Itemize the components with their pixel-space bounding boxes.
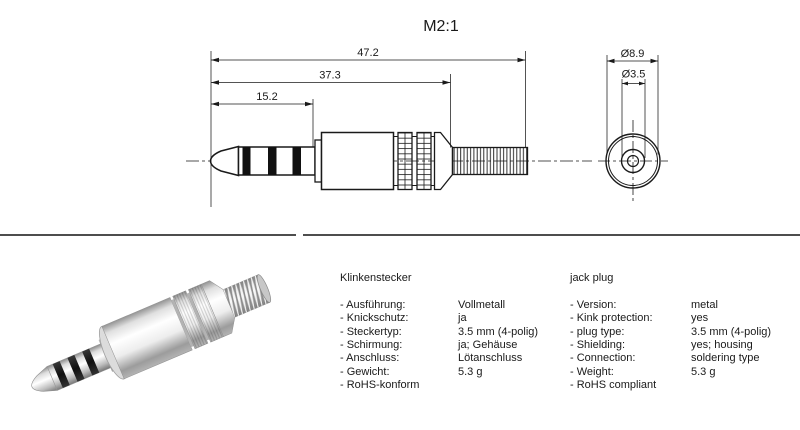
outer-inner-ring	[608, 136, 658, 186]
spec-label: - Steckertyp:	[340, 325, 402, 338]
front-lip	[314, 139, 323, 183]
end-view	[598, 120, 668, 203]
tip-circle	[626, 154, 640, 168]
spec-value: 5.3 g	[691, 365, 716, 378]
knurled-rings	[397, 131, 432, 191]
plug-tip	[209, 145, 240, 177]
diameter-dimensions	[606, 55, 659, 158]
spec-row: - Shielding: yes; housing	[570, 339, 771, 352]
spec-label: - Schirmung:	[340, 339, 403, 351]
spec-value: soldering type	[691, 352, 760, 365]
spec-label: - Version:	[570, 298, 617, 311]
spec-row: - Gewicht: 5.3 g	[340, 366, 538, 379]
spec-value: ja	[458, 312, 467, 325]
spec-row: - RoHS compliant	[570, 379, 771, 392]
photo-plug	[31, 274, 272, 392]
photo-tip	[31, 365, 58, 392]
length-dimensions	[210, 51, 526, 207]
spec-label: - Connection:	[570, 352, 636, 365]
spec-row: - Steckertyp: 3.5 mm (4-polig)	[340, 326, 538, 339]
spec-label: - RoHS-konform	[340, 379, 420, 392]
dim-tip-label: 15.2	[256, 91, 277, 103]
side-view	[186, 131, 592, 191]
spec-row: - Ausführung: Vollmetall	[340, 299, 538, 312]
specs-english-title: jack plug	[570, 272, 614, 284]
dia-outer-label: Ø8.9	[621, 48, 645, 60]
spec-label: - Shielding:	[570, 339, 626, 351]
spec-label: - RoHS compliant	[570, 379, 657, 392]
photo-barrel	[101, 297, 193, 380]
spec-value: Vollmetall	[458, 298, 506, 311]
specs-german: Klinkenstecker - Ausführung: Vollmetall …	[340, 272, 538, 393]
spec-row: - Knickschutz: ja	[340, 312, 538, 325]
spec-row: - Anschluss: Lötanschluss	[340, 352, 538, 365]
spec-row: - Kink protection: yes	[570, 312, 771, 325]
spec-row: - RoHS-konform	[340, 379, 538, 392]
spec-value: yes	[691, 312, 709, 325]
photo-insulator-rings	[52, 348, 100, 389]
spec-value: 5.3 g	[458, 365, 483, 378]
knurl-grooves	[393, 136, 435, 186]
specs-english: jack plug - Version: metal - Kink protec…	[570, 272, 771, 393]
spec-value: 3.5 mm (4-polig)	[458, 325, 539, 338]
spec-value: yes; housing	[691, 339, 753, 351]
dia-plug-label: Ø3.5	[622, 69, 646, 81]
spec-label: - Anschluss:	[340, 352, 400, 365]
barrel	[320, 131, 395, 191]
specs-german-title: Klinkenstecker	[340, 272, 412, 284]
spec-value: ja; Gehäuse	[458, 339, 518, 351]
divider-line-left	[0, 234, 296, 236]
insulator-rings	[242, 147, 301, 175]
photo-knurled-rings	[172, 283, 224, 350]
spec-label: - Knickschutz:	[340, 312, 409, 325]
photo-spring-end	[256, 274, 272, 303]
spec-label: - Gewicht:	[340, 365, 390, 378]
photo-groove-1	[171, 299, 194, 348]
strain-relief-spring	[451, 146, 529, 176]
spec-label: - Weight:	[570, 365, 614, 378]
divider-line-right	[303, 234, 800, 236]
spec-label: - plug type:	[570, 325, 625, 338]
spacer	[570, 285, 771, 298]
spec-row: - Weight: 5.3 g	[570, 366, 771, 379]
spec-row: - Version: metal	[570, 299, 771, 312]
photo-spring-threads	[223, 274, 270, 318]
spec-row: - Schirmung: ja; Gehäuse	[340, 339, 538, 352]
spec-value: 3.5 mm (4-polig)	[691, 325, 772, 338]
dim-overall-label: 47.2	[357, 47, 378, 59]
plug-circle	[620, 148, 646, 174]
spec-label: - Ausführung:	[340, 298, 406, 311]
scale-label: M2:1	[423, 18, 459, 35]
spec-label: - Kink protection:	[570, 312, 653, 325]
end-cap	[433, 131, 454, 191]
dim-body-label: 37.3	[319, 70, 340, 82]
product-photo	[31, 274, 272, 392]
spec-value: Lötanschluss	[458, 352, 523, 365]
spec-row: - Connection: soldering type	[570, 352, 771, 365]
outer-circle	[605, 133, 661, 189]
spacer	[340, 285, 538, 298]
spec-row: - plug type: 3.5 mm (4-polig)	[570, 326, 771, 339]
technical-drawing: M2:1	[186, 18, 668, 207]
spec-value: metal	[691, 298, 718, 311]
